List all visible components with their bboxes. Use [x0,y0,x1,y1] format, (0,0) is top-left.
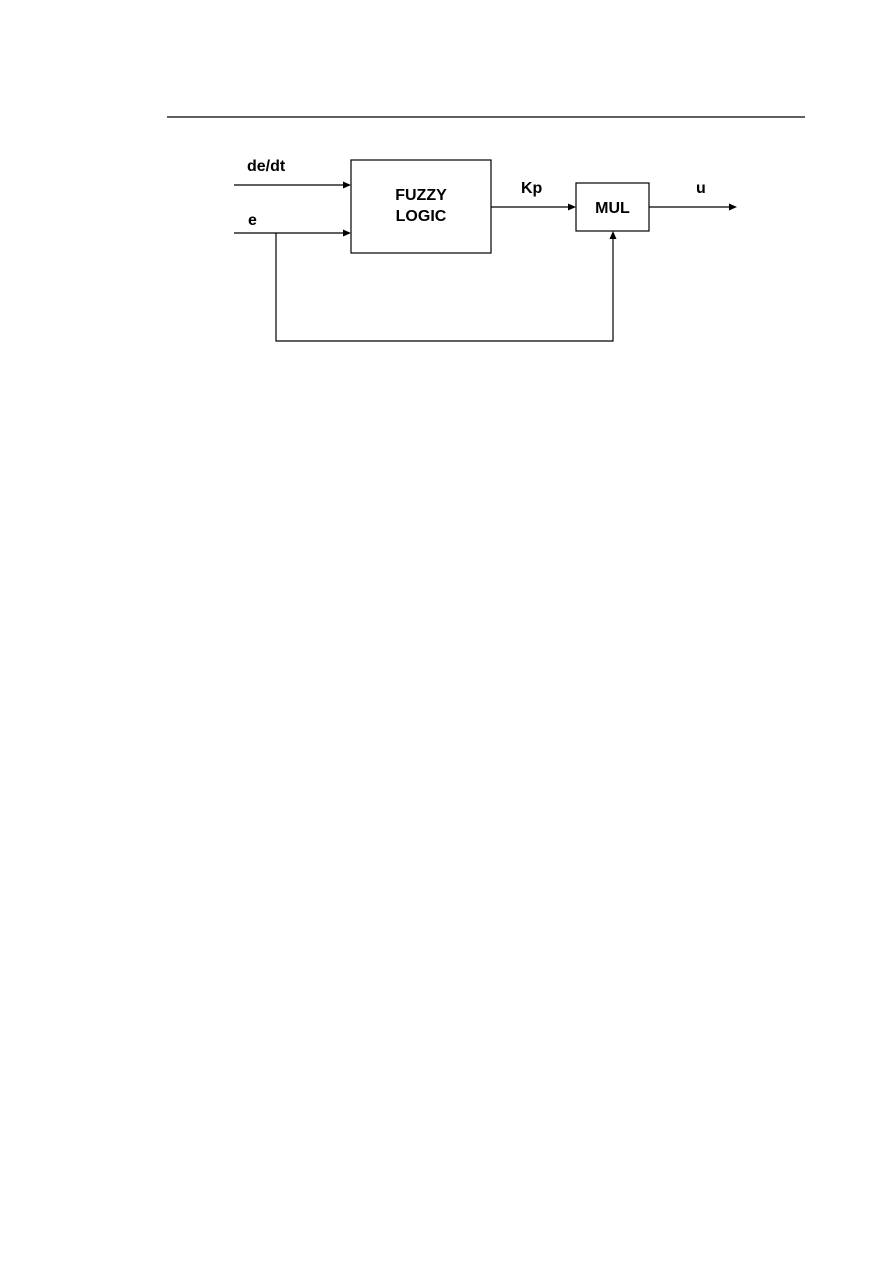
fuzzy-block-line1: FUZZY [395,187,447,204]
error-input-arrow [343,229,351,237]
error-feedback-path [275,233,614,342]
fuzzy-block-line2: LOGIC [396,208,447,225]
error-feedback-arrow [609,231,617,239]
multiplier-block [575,182,650,232]
gain-arrow [568,203,576,211]
output-label: u [696,180,706,197]
derivative-input-label: de/dt [247,158,286,175]
output-arrow [729,203,737,211]
gain-label: Kp [521,180,543,197]
derivative-input-arrow [343,181,351,189]
error-input-label: e [248,212,257,229]
multiplier-label: MUL [595,200,630,217]
fuzzy-logic-block [350,159,492,254]
